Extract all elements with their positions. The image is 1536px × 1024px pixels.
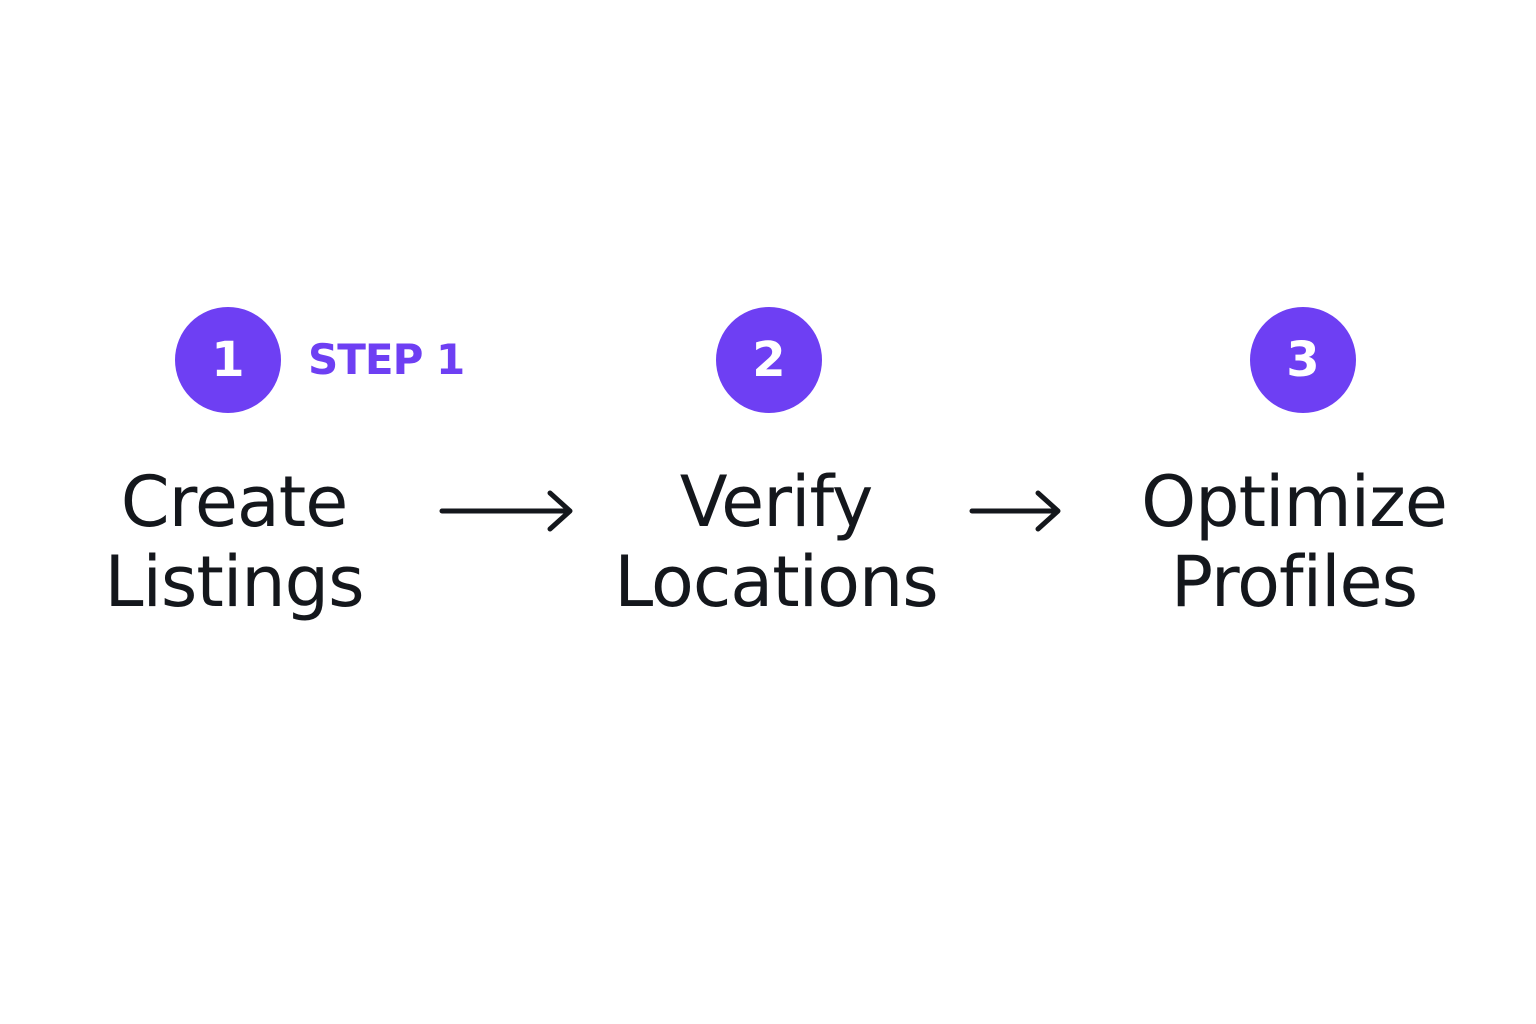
step-2-label: Verify Locations <box>604 462 948 622</box>
step-1-badge: 1 <box>175 307 281 413</box>
step-1-number: 1 <box>211 332 245 388</box>
step-1-label-line1: Create <box>120 461 349 543</box>
step-3-badge: 3 <box>1250 307 1356 413</box>
step-1-tag: STEP 1 <box>308 335 465 384</box>
step-3-label: Optimize Profiles <box>1134 462 1454 622</box>
step-2-number: 2 <box>752 332 786 388</box>
step-3-label-line1: Optimize <box>1141 461 1448 543</box>
step-1-label: Create Listings <box>84 462 384 622</box>
step-3-label-line2: Profiles <box>1170 541 1418 623</box>
step-2-label-line2: Locations <box>614 541 939 623</box>
arrow-right-icon <box>439 490 573 532</box>
step-2-label-line1: Verify <box>679 461 874 543</box>
step-1-label-line2: Listings <box>104 541 364 623</box>
step-3-number: 3 <box>1286 332 1320 388</box>
step-2-badge: 2 <box>716 307 822 413</box>
arrow-right-icon <box>969 490 1061 532</box>
